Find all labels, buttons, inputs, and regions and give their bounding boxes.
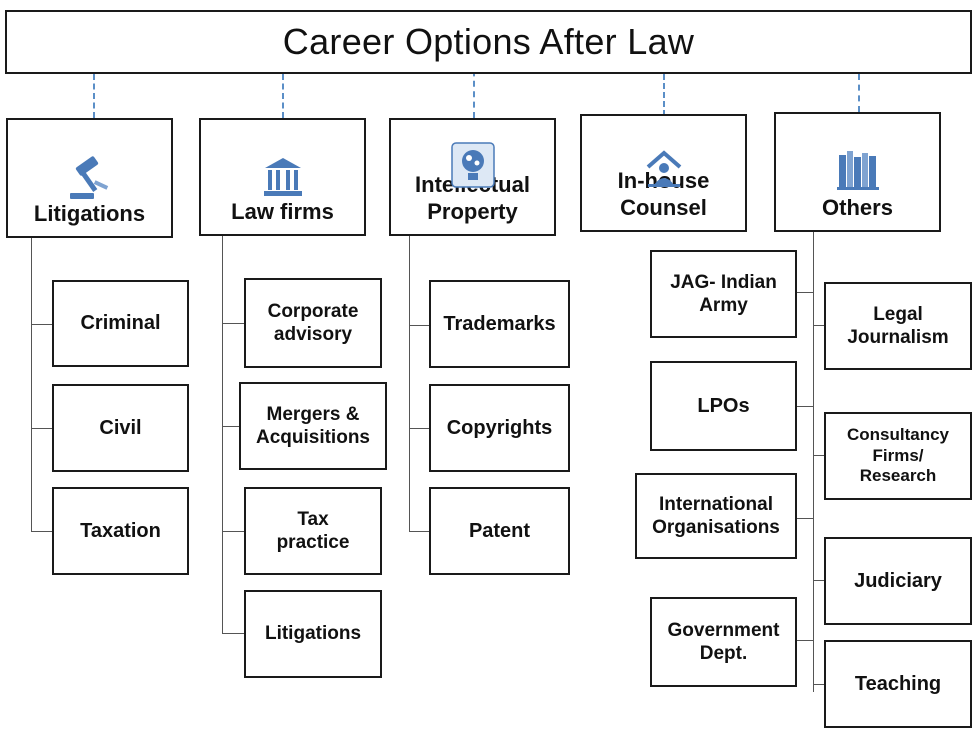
- category-label: Litigations: [33, 201, 146, 227]
- option-consultancy-firms-research: Consultancy Firms/ Research: [824, 412, 972, 500]
- branch-line: [813, 580, 824, 581]
- branch-line: [31, 428, 52, 429]
- category-intellectual-property: Intellectual Property: [389, 118, 556, 236]
- option-litigations: Litigations: [244, 590, 382, 678]
- gavel-icon: [66, 128, 114, 230]
- option-taxation: Taxation: [52, 487, 189, 575]
- branch-line: [31, 531, 52, 532]
- branch-line: [797, 292, 813, 293]
- category-law-firms: Law firms: [199, 118, 366, 236]
- option-international-organisations: International Organisations: [635, 473, 797, 559]
- branch-line: [222, 531, 244, 532]
- option-corporate-advisory: Corporate advisory: [244, 278, 382, 368]
- branch-line: [813, 232, 814, 692]
- option-patent: Patent: [429, 487, 570, 575]
- branch-line: [31, 238, 32, 532]
- category-label: Law firms: [231, 199, 334, 225]
- option-criminal: Criminal: [52, 280, 189, 367]
- diagram-title: Career Options After Law: [5, 10, 972, 74]
- branch-line: [797, 518, 813, 519]
- branch-line: [31, 324, 52, 325]
- category-label: In-house Counsel: [618, 168, 710, 221]
- option-judiciary: Judiciary: [824, 537, 972, 625]
- branch-line: [409, 325, 429, 326]
- branch-line: [409, 236, 410, 532]
- title-connector: [282, 74, 284, 118]
- branch-line: [813, 684, 824, 685]
- option-trademarks: Trademarks: [429, 280, 570, 368]
- option-civil: Civil: [52, 384, 189, 472]
- branch-line: [222, 323, 244, 324]
- option-tax-practice: Tax practice: [244, 487, 382, 575]
- category-label: Others: [822, 195, 893, 221]
- option-government-dept: Government Dept.: [650, 597, 797, 687]
- branch-line: [222, 633, 244, 634]
- branch-line: [813, 325, 824, 326]
- branch-line: [409, 428, 429, 429]
- option-teaching: Teaching: [824, 640, 972, 728]
- branch-line: [797, 640, 813, 641]
- branch-line: [222, 236, 223, 634]
- option-mergers-acquisitions: Mergers & Acquisitions: [239, 382, 387, 470]
- books-icon: [835, 120, 881, 220]
- branch-line: [797, 406, 813, 407]
- branch-line: [409, 531, 429, 532]
- courthouse-icon: [261, 128, 305, 226]
- category-in-house-counsel: In-house Counsel: [580, 114, 747, 232]
- branch-line: [222, 426, 239, 427]
- option-copyrights: Copyrights: [429, 384, 570, 472]
- option-lpos: LPOs: [650, 361, 797, 451]
- title-connector: [473, 60, 475, 118]
- house-person-icon: [642, 120, 686, 216]
- branch-line: [813, 455, 824, 456]
- brain-idea-icon: [450, 114, 496, 216]
- title-connector: [663, 74, 665, 116]
- category-others: Others: [774, 112, 941, 232]
- title-connector: [858, 74, 860, 112]
- option-legal-journalism: Legal Journalism: [824, 282, 972, 370]
- category-litigations: Litigations: [6, 118, 173, 238]
- title-connector: [93, 74, 95, 118]
- option-jag-indian-army: JAG- Indian Army: [650, 250, 797, 338]
